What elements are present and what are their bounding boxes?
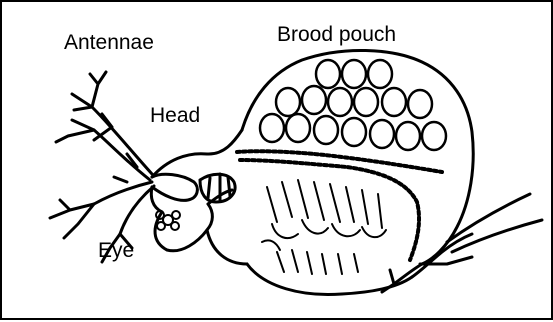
antennae-label: Antennae: [64, 32, 154, 53]
legs-drawing: [262, 180, 386, 274]
head-label: Head: [150, 105, 200, 126]
brood-pouch-label: Brood pouch: [277, 24, 396, 45]
eye-label: Eye: [98, 240, 134, 261]
antennae-drawing: [50, 72, 154, 262]
brood-eggs-drawing: [260, 60, 446, 150]
gut-drawing: [237, 151, 442, 260]
tail-drawing: [382, 194, 542, 292]
